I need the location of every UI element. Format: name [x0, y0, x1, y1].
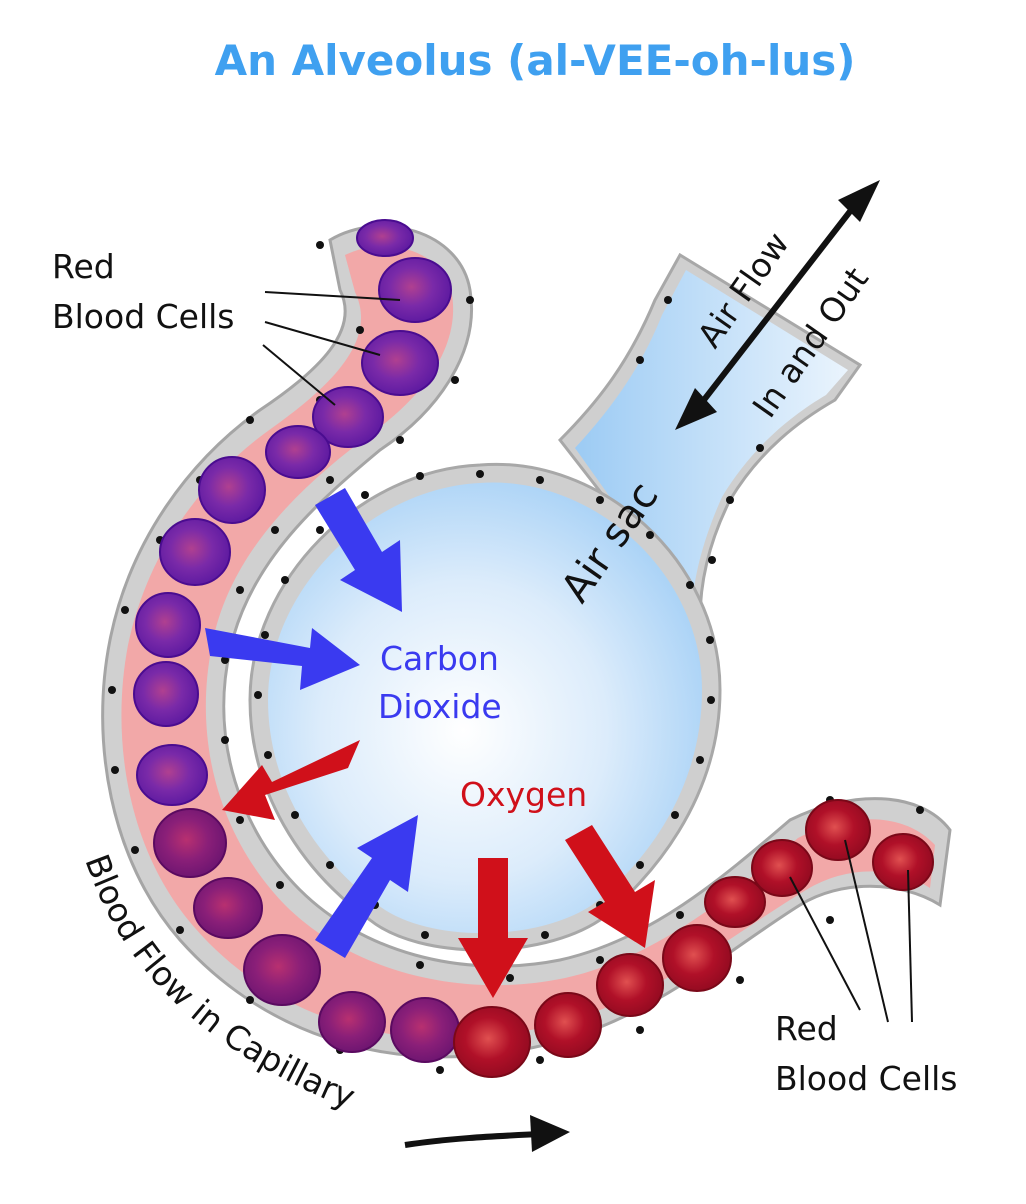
red-blood-cell [136, 744, 208, 806]
oxygen-label: Oxygen [460, 775, 587, 814]
carbon-dioxide-label-line1: Carbon [380, 639, 499, 678]
red-blood-cell [356, 219, 414, 257]
carbon-dioxide-label-line2: Dioxide [378, 687, 502, 726]
co2-arrow [315, 488, 402, 612]
red-blood-cell [318, 991, 386, 1053]
red-blood-cell [704, 876, 766, 928]
o2-arrow [458, 858, 528, 998]
red-blood-cell [453, 1006, 531, 1078]
co2-arrow [205, 628, 360, 690]
red-blood-cell [133, 661, 199, 727]
o2-arrow [222, 740, 360, 820]
red-blood-cell [378, 257, 452, 323]
red-blood-cell [361, 330, 439, 396]
red-blood-cells-oxygenated [453, 799, 934, 1078]
red-blood-cell [243, 934, 321, 1006]
red-blood-cells-transitional [153, 808, 460, 1063]
blood-flow-arrow [404, 1115, 570, 1152]
rbc-leader-lines-bottom [789, 839, 913, 1023]
air-flow-arrow [675, 180, 880, 430]
diagram-title: An Alveolus (al-VEE-oh-lus) [215, 36, 856, 85]
red-blood-cell [534, 992, 602, 1058]
red-blood-cell [198, 456, 266, 524]
red-blood-cell [751, 839, 813, 897]
red-blood-cell [159, 518, 231, 586]
rbc-label-bottom-line1: Red [775, 1009, 838, 1048]
red-blood-cells-deoxygenated [133, 219, 452, 806]
o2-arrow [565, 825, 655, 948]
rbc-label-top-line1: Red [52, 247, 115, 286]
rbc-label-top-line2: Blood Cells [52, 297, 235, 336]
alveolus-membrane-dots [254, 296, 764, 949]
red-blood-cell [265, 425, 331, 479]
red-blood-cell [596, 953, 664, 1017]
carbon-dioxide-arrows [205, 488, 418, 958]
red-blood-cell [135, 592, 201, 658]
red-blood-cell [153, 808, 227, 878]
red-blood-cell [193, 877, 263, 939]
co2-arrow [315, 815, 418, 958]
red-blood-cell [872, 833, 934, 891]
red-blood-cell [662, 924, 732, 992]
red-blood-cell [805, 799, 871, 861]
red-blood-cell [390, 997, 460, 1063]
rbc-leader-lines-top [262, 291, 401, 406]
oxygen-arrows [222, 740, 655, 998]
rbc-label-bottom-line2: Blood Cells [775, 1059, 958, 1098]
